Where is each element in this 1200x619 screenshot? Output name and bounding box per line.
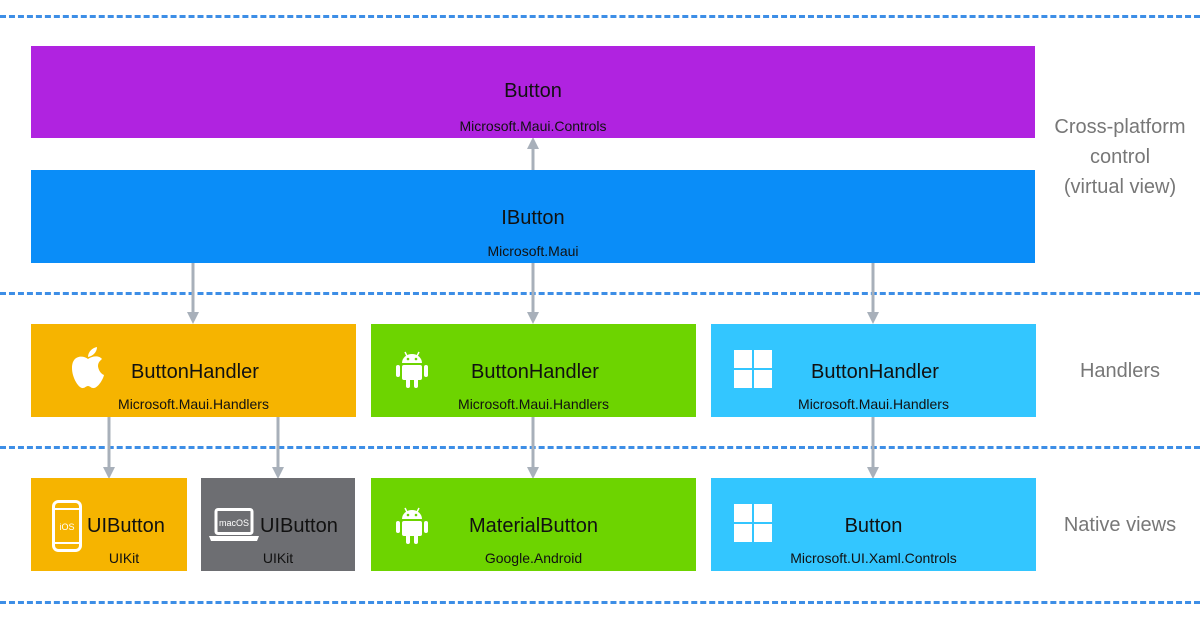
- windows-icon: [734, 504, 772, 542]
- native-windows-namespace: Microsoft.UI.Xaml.Controls: [790, 550, 957, 566]
- handler-windows-box: ButtonHandler Microsoft.Maui.Handlers: [711, 324, 1036, 417]
- android-icon: [396, 351, 428, 388]
- layer-divider-bottom: [0, 601, 1200, 604]
- ios-badge: iOS: [59, 522, 74, 532]
- native-ios-title: UIButton: [87, 515, 165, 537]
- handler-ios-namespace: Microsoft.Maui.Handlers: [118, 396, 269, 412]
- native-windows-title: Button: [844, 515, 903, 537]
- handler-android-namespace: Microsoft.Maui.Handlers: [458, 396, 609, 412]
- handler-android-title: ButtonHandler: [471, 361, 599, 383]
- native-ios-box: iOS UIButton UIKit: [31, 478, 187, 571]
- native-windows-box: Button Microsoft.UI.Xaml.Controls: [711, 478, 1036, 571]
- button-title: Button: [504, 80, 562, 102]
- ibutton-box: IButton Microsoft.Maui: [31, 170, 1035, 263]
- handler-android-box: ButtonHandler Microsoft.Maui.Handlers: [371, 324, 696, 417]
- native-android-namespace: Google.Android: [484, 550, 583, 566]
- handler-ios-title: ButtonHandler: [131, 361, 259, 383]
- label-cross-platform-line1: Cross-platform: [1054, 116, 1186, 138]
- native-android-title: MaterialButton: [469, 515, 598, 537]
- label-native-views: Native views: [1063, 514, 1177, 536]
- iphone-icon: iOS: [52, 500, 82, 552]
- windows-icon: [734, 350, 772, 388]
- button-box: Button Microsoft.Maui.Controls: [31, 46, 1035, 138]
- native-macos-box: macOS UIButton UIKit: [201, 478, 355, 571]
- native-android-box: MaterialButton Google.Android: [371, 478, 696, 571]
- label-cross-platform-line3: (virtual view): [1063, 176, 1177, 198]
- native-macos-title: UIButton: [260, 515, 338, 537]
- ibutton-namespace: Microsoft.Maui: [487, 243, 579, 259]
- native-ios-namespace: UIKit: [108, 550, 140, 566]
- apple-icon: [72, 347, 104, 389]
- label-cross-platform: Cross-platform control (virtual view): [1040, 112, 1200, 202]
- handler-windows-namespace: Microsoft.Maui.Handlers: [798, 396, 949, 412]
- label-cross-platform-line2: control: [1089, 146, 1151, 168]
- layer-divider-top: [0, 15, 1200, 18]
- android-icon: [396, 507, 428, 544]
- laptop-icon: macOS: [209, 508, 259, 541]
- label-handlers: Handlers: [1079, 360, 1161, 382]
- handler-ios-box: ButtonHandler Microsoft.Maui.Handlers: [31, 324, 356, 417]
- layer-divider-handlers: [0, 292, 1200, 295]
- native-macos-namespace: UIKit: [262, 550, 294, 566]
- button-namespace: Microsoft.Maui.Controls: [459, 118, 607, 134]
- layer-divider-native: [0, 446, 1200, 449]
- handler-windows-title: ButtonHandler: [811, 361, 939, 383]
- ibutton-title: IButton: [501, 207, 565, 229]
- macos-badge: macOS: [219, 518, 249, 528]
